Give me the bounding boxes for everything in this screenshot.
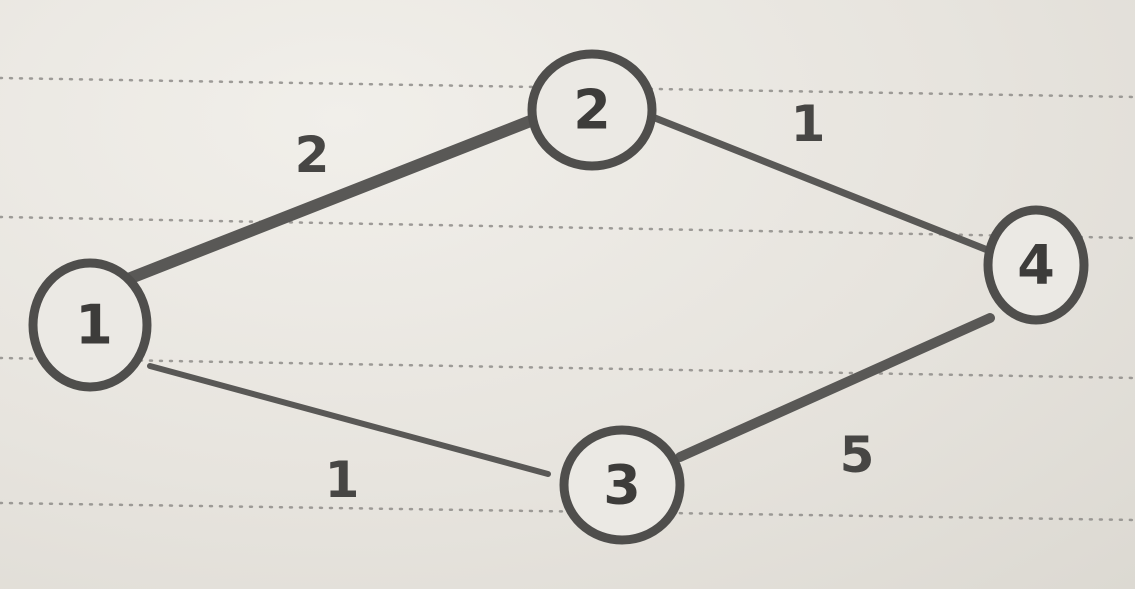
node-circle — [983, 205, 1089, 325]
ruled-line — [0, 356, 1135, 380]
edge-1-2 — [122, 114, 539, 285]
node-label: 4 — [1017, 234, 1055, 297]
node-1: 1 — [28, 258, 152, 392]
edge-1-3 — [147, 363, 551, 477]
node-label: 3 — [603, 454, 641, 517]
node-3: 3 — [559, 425, 685, 545]
ruled-line — [0, 501, 1135, 522]
edge-weight-label: 5 — [840, 426, 875, 484]
edge-weight-label: 1 — [791, 95, 826, 153]
node-2: 2 — [527, 49, 657, 171]
edge-labels: 2 1 1 5 — [295, 95, 875, 509]
node-circle — [527, 49, 657, 171]
node-label: 1 — [75, 294, 113, 357]
node-circle — [28, 258, 152, 392]
edge-weight-label: 1 — [325, 451, 360, 509]
node-circle — [559, 425, 685, 545]
ruled-lines — [0, 76, 1135, 522]
edge-3-4 — [675, 313, 995, 462]
edge-2-4 — [651, 114, 994, 255]
ruled-line — [0, 76, 1135, 99]
edges — [122, 114, 995, 477]
ruled-line — [0, 215, 1135, 240]
edge-weight-label: 2 — [295, 126, 330, 184]
node-label: 2 — [573, 79, 611, 142]
node-4: 4 — [983, 205, 1089, 325]
